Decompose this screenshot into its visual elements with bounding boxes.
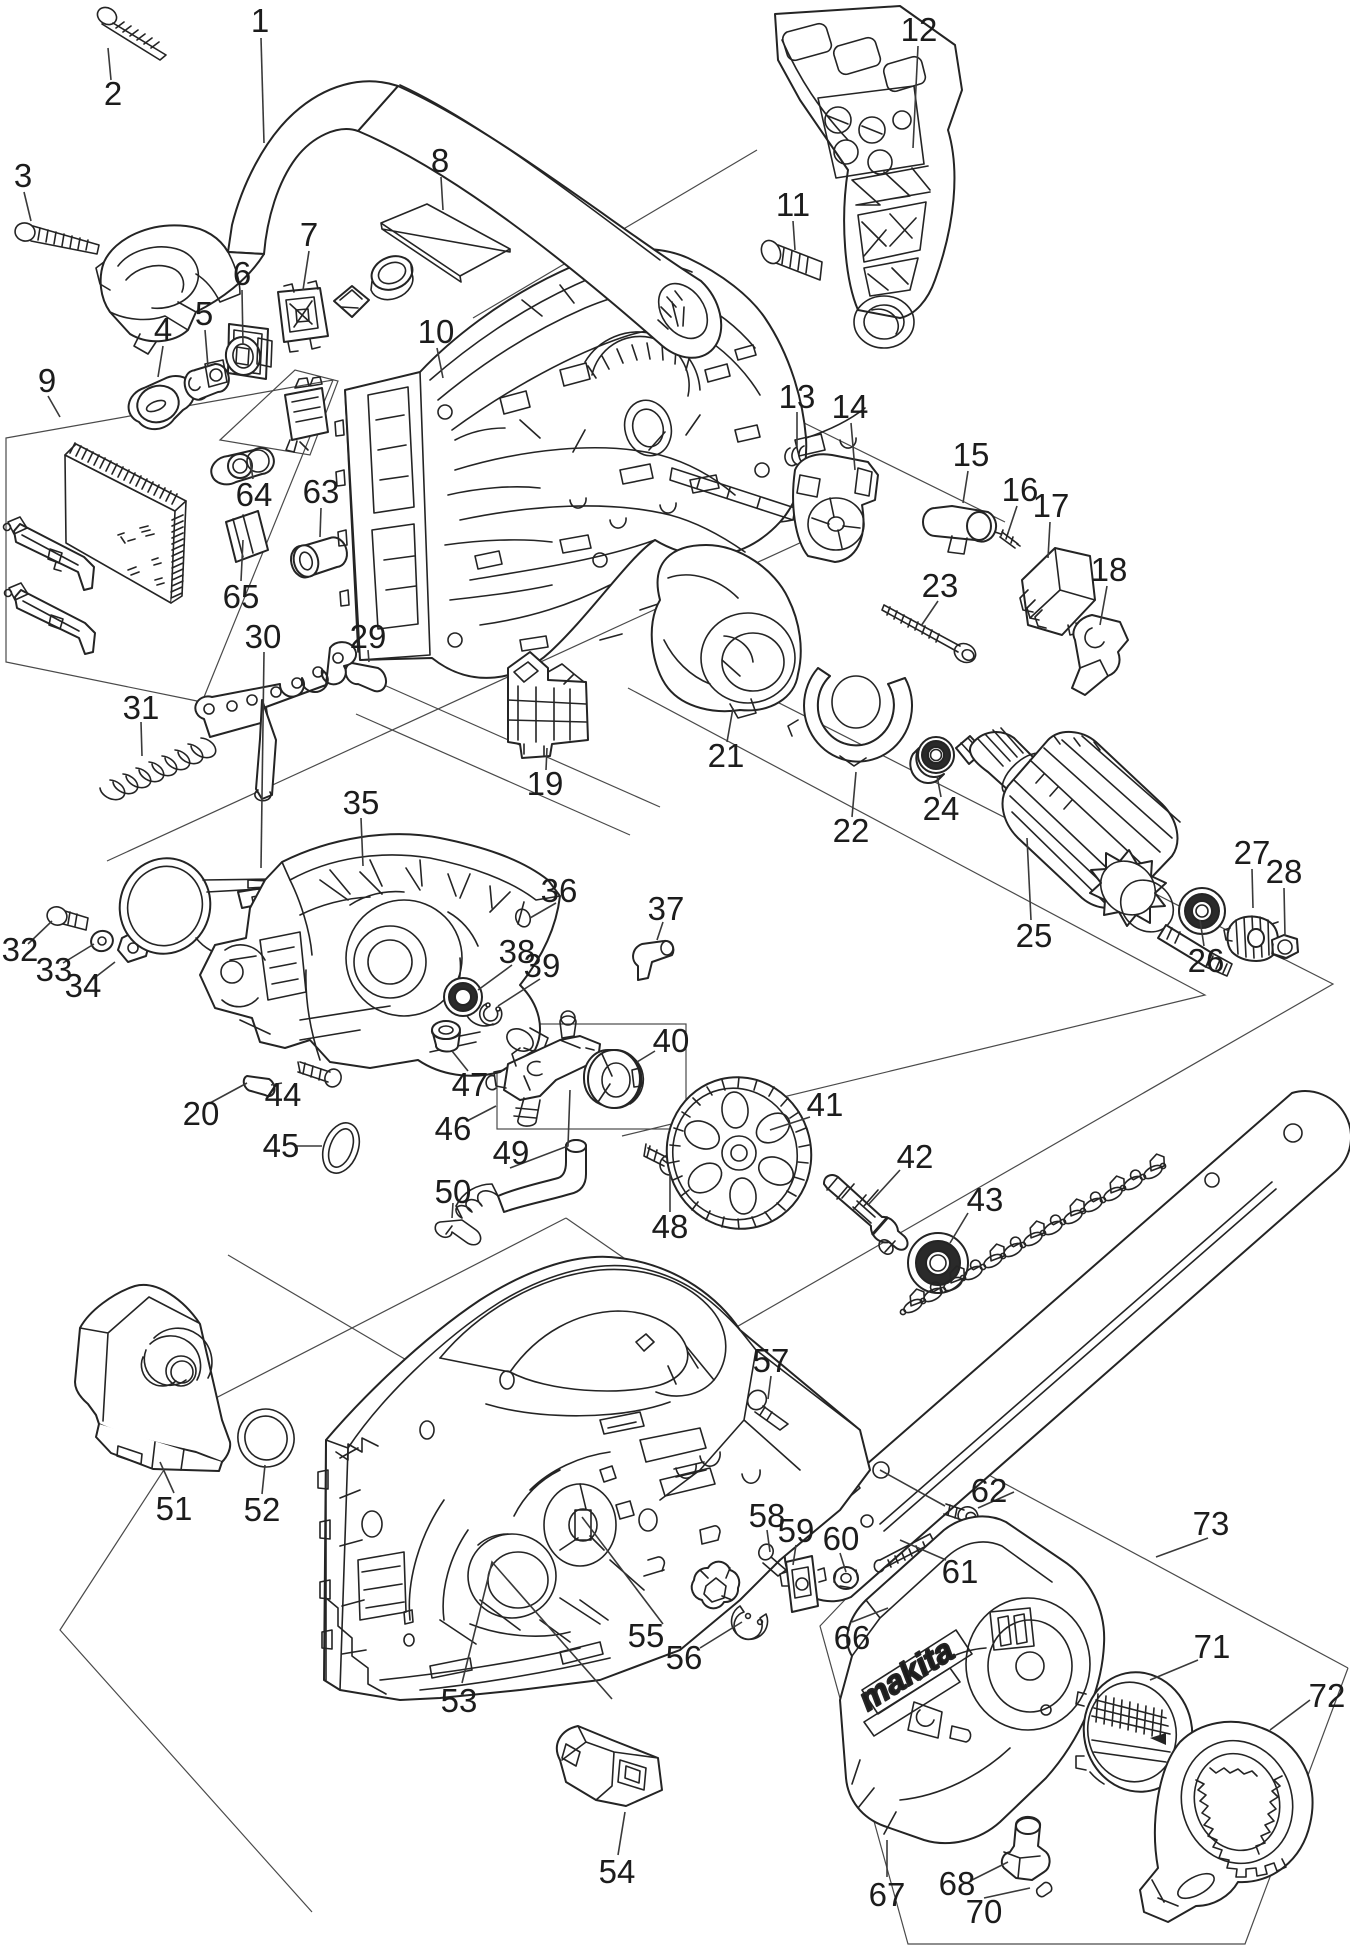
svg-text:27: 27 — [1234, 834, 1271, 871]
svg-text:5: 5 — [195, 295, 213, 332]
svg-text:64: 64 — [236, 476, 273, 513]
svg-text:11: 11 — [776, 186, 810, 223]
svg-text:17: 17 — [1033, 487, 1070, 524]
svg-text:18: 18 — [1091, 551, 1128, 588]
svg-text:22: 22 — [833, 812, 870, 849]
svg-text:34: 34 — [65, 967, 102, 1004]
svg-text:65: 65 — [223, 578, 260, 615]
svg-text:54: 54 — [599, 1853, 636, 1890]
svg-text:30: 30 — [245, 618, 282, 655]
svg-text:24: 24 — [923, 790, 960, 827]
svg-text:10: 10 — [418, 313, 455, 350]
svg-text:9: 9 — [38, 362, 56, 399]
svg-text:44: 44 — [265, 1076, 302, 1113]
svg-text:50: 50 — [435, 1173, 472, 1210]
svg-text:35: 35 — [343, 784, 380, 821]
svg-text:72: 72 — [1309, 1677, 1346, 1714]
svg-text:7: 7 — [300, 216, 318, 253]
svg-text:26: 26 — [1188, 942, 1225, 979]
svg-text:1: 1 — [251, 2, 269, 39]
svg-text:8: 8 — [431, 142, 449, 179]
svg-text:59: 59 — [778, 1512, 815, 1549]
svg-text:61: 61 — [942, 1553, 979, 1590]
svg-text:14: 14 — [832, 388, 869, 425]
svg-text:39: 39 — [524, 947, 561, 984]
svg-text:73: 73 — [1193, 1505, 1230, 1542]
svg-text:23: 23 — [922, 567, 959, 604]
svg-text:42: 42 — [897, 1138, 934, 1175]
svg-text:13: 13 — [779, 378, 816, 415]
svg-text:58: 58 — [749, 1497, 786, 1534]
svg-text:62: 62 — [971, 1472, 1008, 1509]
svg-text:33: 33 — [36, 951, 73, 988]
svg-text:53: 53 — [441, 1682, 478, 1719]
svg-text:25: 25 — [1016, 917, 1053, 954]
svg-text:46: 46 — [435, 1110, 472, 1147]
svg-text:28: 28 — [1266, 853, 1303, 890]
svg-text:36: 36 — [541, 872, 578, 909]
svg-text:57: 57 — [753, 1342, 790, 1379]
svg-text:31: 31 — [123, 689, 160, 726]
svg-text:20: 20 — [183, 1095, 220, 1132]
svg-text:70: 70 — [966, 1893, 1003, 1930]
svg-text:3: 3 — [14, 157, 32, 194]
svg-text:15: 15 — [953, 436, 990, 473]
svg-text:56: 56 — [666, 1639, 703, 1676]
svg-text:32: 32 — [2, 931, 39, 968]
svg-text:67: 67 — [869, 1876, 906, 1913]
svg-text:2: 2 — [104, 75, 122, 112]
svg-text:37: 37 — [648, 890, 685, 927]
svg-text:71: 71 — [1194, 1628, 1231, 1665]
svg-text:52: 52 — [244, 1491, 281, 1528]
svg-text:68: 68 — [939, 1865, 976, 1902]
svg-text:43: 43 — [967, 1181, 1004, 1218]
svg-text:12: 12 — [901, 11, 938, 48]
svg-text:19: 19 — [527, 765, 564, 802]
svg-text:41: 41 — [807, 1086, 844, 1123]
svg-text:45: 45 — [263, 1127, 300, 1164]
svg-text:47: 47 — [452, 1066, 489, 1103]
svg-text:48: 48 — [652, 1208, 689, 1245]
svg-text:63: 63 — [303, 473, 340, 510]
svg-text:29: 29 — [350, 618, 387, 655]
svg-text:60: 60 — [823, 1520, 860, 1557]
svg-text:49: 49 — [493, 1134, 530, 1171]
svg-text:66: 66 — [834, 1619, 871, 1656]
svg-text:38: 38 — [499, 933, 536, 970]
svg-text:40: 40 — [653, 1022, 690, 1059]
svg-text:21: 21 — [708, 737, 745, 774]
svg-text:55: 55 — [628, 1617, 665, 1654]
svg-text:51: 51 — [156, 1490, 193, 1527]
svg-text:6: 6 — [233, 255, 251, 292]
svg-text:4: 4 — [154, 311, 172, 348]
svg-text:16: 16 — [1002, 471, 1039, 508]
